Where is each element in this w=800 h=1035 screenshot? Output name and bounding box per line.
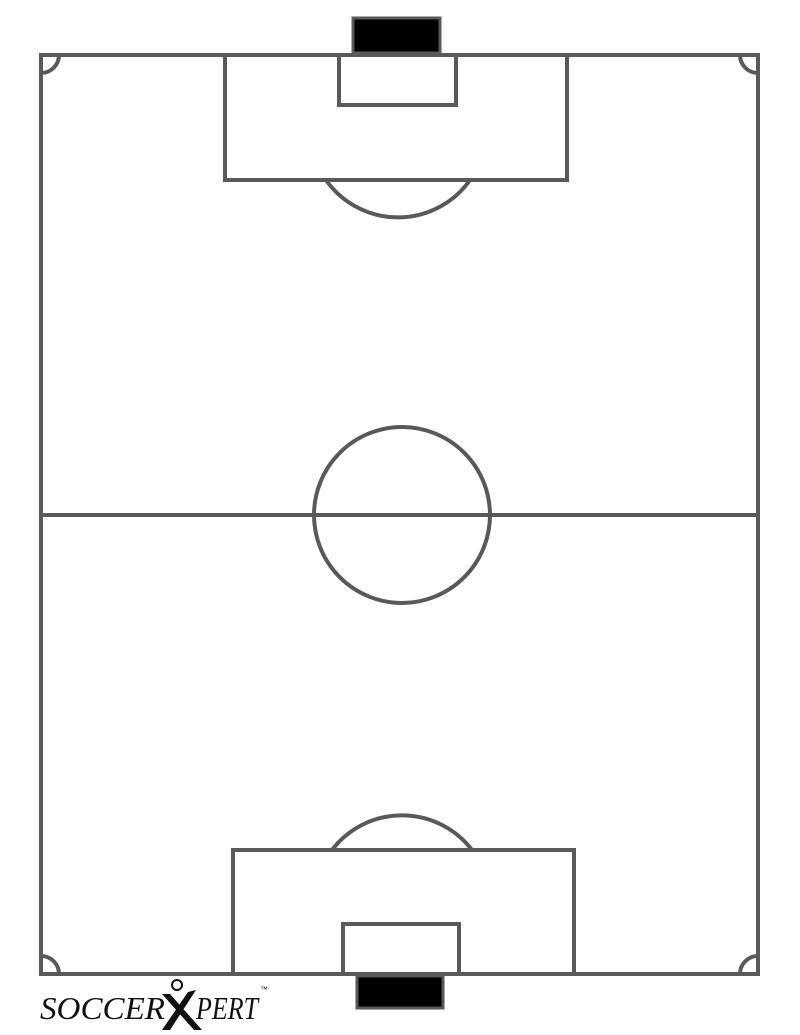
bottom-penalty-box [231, 848, 576, 976]
bottom-goal [355, 974, 445, 1010]
top-penalty-arc [324, 178, 472, 220]
corner-arc-top-left [40, 54, 61, 75]
corner-arc-top-right [738, 54, 759, 75]
top-penalty-box [223, 53, 569, 182]
top-goal [351, 16, 442, 55]
top-goal-box [337, 53, 458, 107]
bottom-goal-box [341, 922, 461, 976]
corner-arc-bottom-right [738, 954, 759, 975]
corner-arc-bottom-left [40, 954, 61, 975]
center-circle [312, 425, 492, 605]
bottom-penalty-arc [330, 813, 474, 852]
